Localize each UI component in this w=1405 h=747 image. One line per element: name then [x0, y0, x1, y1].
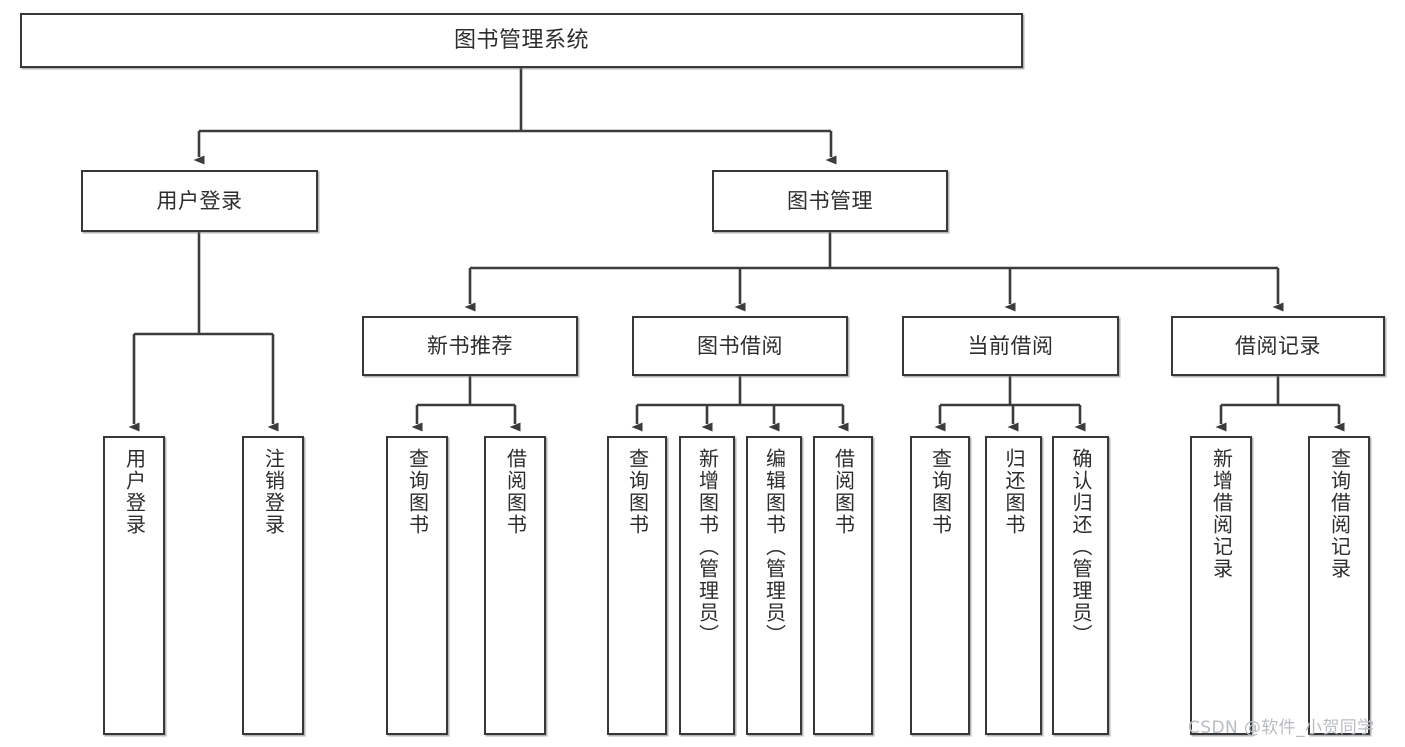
node-user-login-label: 用户登录	[156, 188, 243, 213]
leaf-borrow-book-rec[interactable]: 借阅图书	[484, 436, 546, 735]
leaf-borrow-book-label: 借阅图书	[831, 448, 856, 536]
leaf-add-book-label: 新增图书（管理员）	[695, 448, 720, 646]
leaf-return-book[interactable]: 归还图书	[985, 436, 1042, 735]
leaf-add-book[interactable]: 新增图书（管理员）	[679, 436, 735, 735]
leaf-query-book-cur[interactable]: 查询图书	[910, 436, 970, 735]
leaf-query-book-rec-label: 查询图书	[405, 448, 430, 536]
leaf-query-record[interactable]: 查询借阅记录	[1308, 436, 1370, 735]
leaf-edit-book[interactable]: 编辑图书（管理员）	[746, 436, 802, 735]
node-borrow-record-label: 借阅记录	[1235, 333, 1321, 358]
node-user-login[interactable]: 用户登录	[81, 170, 318, 232]
node-book-borrow[interactable]: 图书借阅	[632, 316, 848, 376]
node-book-manage[interactable]: 图书管理	[712, 170, 948, 232]
node-root[interactable]: 图书管理系统	[20, 13, 1023, 68]
leaf-query-book-borrow-label: 查询图书	[625, 448, 650, 536]
leaf-logout-label: 注销登录	[261, 448, 286, 536]
node-book-borrow-label: 图书借阅	[697, 333, 783, 358]
leaf-user-login[interactable]: 用户登录	[103, 436, 165, 735]
node-book-manage-label: 图书管理	[787, 188, 873, 213]
leaf-query-book-borrow[interactable]: 查询图书	[607, 436, 667, 735]
csdn-watermark: CSDN @软件_小贺同学	[1188, 718, 1375, 738]
node-borrow-record[interactable]: 借阅记录	[1171, 316, 1385, 376]
leaf-edit-book-label: 编辑图书（管理员）	[762, 448, 787, 646]
leaf-borrow-book-rec-label: 借阅图书	[503, 448, 528, 536]
leaf-query-book-cur-label: 查询图书	[928, 448, 953, 536]
leaf-confirm-return-label: 确认归还（管理员）	[1069, 448, 1093, 646]
leaf-confirm-return[interactable]: 确认归还（管理员）	[1052, 436, 1109, 735]
node-new-book-rec[interactable]: 新书推荐	[362, 316, 578, 376]
leaf-add-record-label: 新增借阅记录	[1209, 448, 1234, 580]
leaf-query-record-label: 查询借阅记录	[1327, 448, 1352, 580]
leaf-add-record[interactable]: 新增借阅记录	[1190, 436, 1252, 735]
leaf-user-login-label: 用户登录	[122, 448, 147, 536]
leaf-borrow-book[interactable]: 借阅图书	[813, 436, 873, 735]
leaf-query-book-rec[interactable]: 查询图书	[386, 436, 448, 735]
leaf-return-book-label: 归还图书	[1002, 448, 1026, 536]
node-current-borrow[interactable]: 当前借阅	[902, 316, 1119, 376]
leaf-logout[interactable]: 注销登录	[242, 436, 304, 735]
node-root-label: 图书管理系统	[453, 27, 589, 53]
node-new-book-rec-label: 新书推荐	[427, 333, 513, 358]
node-current-borrow-label: 当前借阅	[967, 333, 1054, 358]
